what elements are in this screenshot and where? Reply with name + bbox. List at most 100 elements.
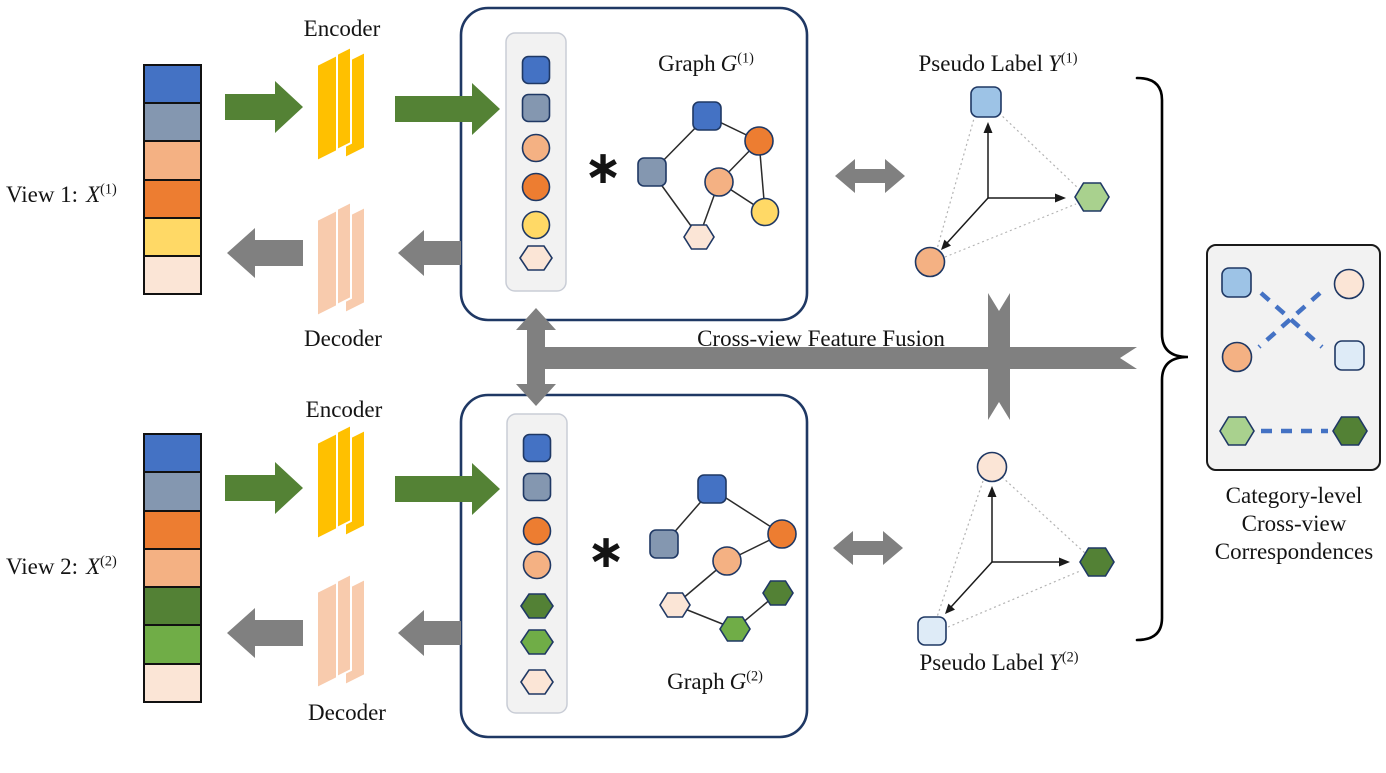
stack-cell: [145, 216, 200, 255]
graph1-node-bluegray-square: [637, 157, 667, 187]
stack-cell: [145, 471, 200, 510]
graph1-node-orange-circle: [744, 126, 774, 156]
view1-label-var: X: [86, 182, 101, 207]
pseudo2-title-var: Y: [1049, 650, 1062, 675]
corr-square-sky: [1221, 267, 1252, 298]
pseudo2-sync-arrow: [833, 531, 903, 565]
arrow-encoder1-to-graph1: [395, 83, 500, 135]
pseudo1-title-sup: (1): [1060, 50, 1078, 67]
stack-cell: [145, 509, 200, 548]
graph1-network: [637, 101, 780, 250]
fusion-label: Cross-view Feature Fusion: [697, 326, 945, 351]
stack-cell: [145, 254, 200, 294]
corr-hexagon-darkgreen: [1332, 416, 1368, 446]
graph1-title-sup: (1): [737, 50, 754, 67]
stack-cell: [145, 586, 200, 625]
arrow-graph2-to-decoder2: [398, 610, 461, 656]
strip1-circle-orange: [521, 172, 551, 202]
strip2-circle-orange: [522, 516, 552, 546]
arrow-decoder2-to-view2: [227, 608, 303, 658]
view2-label: View 2: X(2): [6, 553, 117, 582]
graph2-feature-strip: [506, 413, 568, 714]
pseudo2-dotted-links: [936, 476, 1086, 628]
graph1-node-yellow-circle: [750, 197, 780, 227]
view1-label: View 1: X(1): [6, 181, 117, 210]
stack-cell: [145, 178, 200, 217]
view2-stack: [143, 433, 202, 703]
graph2-node-darkgreen-hexagon: [762, 580, 794, 606]
encoder2-label: Encoder: [305, 397, 383, 422]
graph1-title-prefix: Graph: [658, 51, 716, 76]
pseudo1-plot: [914, 86, 1110, 278]
stack-cell: [145, 624, 200, 663]
graph2-node-green-hexagon: [719, 616, 751, 642]
correspondence-box: [1206, 244, 1381, 471]
graph2-network: [649, 474, 797, 642]
stack-cell: [145, 662, 200, 701]
correspondence-dashed-links: [1257, 291, 1328, 434]
pseudo2-square-lightblue: [917, 616, 947, 646]
decoder2-label: Decoder: [308, 700, 386, 725]
strip1-square-blue: [521, 55, 551, 85]
graph2-node-peach-circle: [712, 546, 742, 576]
decoder2-icon: [316, 572, 366, 690]
graph1-title-var: G: [720, 51, 738, 76]
strip2-hexagon-cream: [520, 669, 554, 695]
strip2-circle-peach: [522, 550, 552, 580]
caption-line-3: Correspondences: [1214, 539, 1374, 564]
stack-cell: [145, 102, 200, 141]
stack-cell: [145, 547, 200, 587]
pseudo1-circle-peach: [914, 246, 946, 278]
view2-label-var: X: [86, 554, 101, 579]
pseudo1-axes: [941, 122, 1066, 250]
graph1-convolution-operator: ∗: [583, 140, 623, 194]
graph2-node-cream-hexagon: [659, 592, 691, 618]
pseudo1-title-var: Y: [1048, 51, 1061, 76]
caption-line-1: Category-level: [1225, 483, 1363, 508]
strip1-square-bluegray: [521, 93, 551, 123]
pseudo1-title-prefix: Pseudo Label: [918, 51, 1044, 76]
graph2-title-sup: (2): [746, 668, 763, 685]
graph2-title-prefix: Graph: [667, 669, 725, 694]
graph2-node-bluegray-square: [649, 529, 679, 559]
pseudo2-plot: [917, 451, 1115, 646]
caption-line-2: Cross-view: [1241, 511, 1347, 536]
strip2-hexagon-darkgreen: [520, 593, 554, 619]
graph1-node-blue-square: [692, 101, 722, 131]
strip1-circle-yellow: [521, 210, 551, 240]
arrow-view2-to-encoder2: [225, 462, 303, 514]
encoder2-icon: [316, 423, 366, 541]
pseudo2-hexagon-darkgreen: [1079, 547, 1115, 577]
graph2-node-orange-circle: [767, 519, 797, 549]
pseudo2-title-sup: (2): [1061, 649, 1079, 666]
stack-cell: [145, 140, 200, 179]
corr-hexagon-lightgreen: [1219, 416, 1255, 446]
stack-cell: [145, 435, 200, 472]
view1-stack: [143, 64, 202, 295]
graph2-node-blue-square: [697, 474, 727, 504]
correspondence-caption: Category-level Cross-view Correspondence…: [1199, 482, 1386, 566]
pseudo2-axes: [945, 486, 1070, 614]
strip1-hexagon-cream: [519, 245, 553, 271]
encoder1-label: Encoder: [303, 16, 381, 41]
arrow-view1-to-encoder1: [225, 81, 303, 133]
view2-label-sup: (2): [100, 553, 117, 570]
arrow-encoder2-to-graph2: [395, 463, 500, 515]
strip2-square-blue: [522, 433, 552, 463]
strip2-hexagon-green: [520, 629, 554, 655]
arrow-graph1-to-decoder1: [398, 230, 461, 276]
pseudo2-circle-cream: [976, 451, 1008, 483]
graph2-title-var: G: [729, 669, 747, 694]
decoder1-icon: [316, 200, 366, 318]
view1-label-sup: (1): [100, 181, 117, 198]
view2-label-prefix: View 2:: [6, 554, 79, 579]
view1-label-prefix: View 1:: [6, 182, 79, 207]
decoder1-label: Decoder: [304, 326, 382, 351]
pseudo2-title-prefix: Pseudo Label: [919, 650, 1045, 675]
pseudo1-hexagon-lightgreen: [1074, 182, 1110, 212]
arrow-decoder1-to-view1: [227, 228, 303, 278]
